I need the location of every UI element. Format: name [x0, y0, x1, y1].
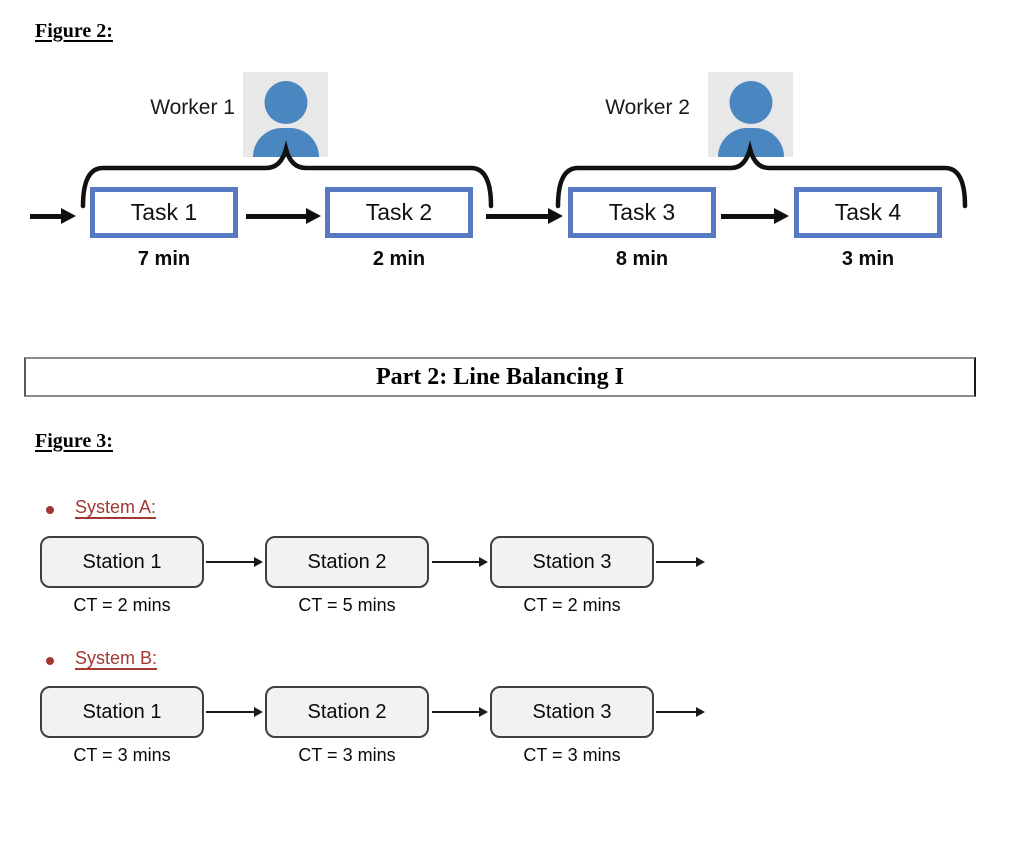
worker2-person-icon: [708, 72, 793, 157]
system-a-station1-ct: CT = 2 mins: [73, 595, 171, 615]
arrow-head: [254, 557, 263, 567]
system-a-arrow-1-2: [206, 555, 263, 569]
arrow-head: [696, 707, 705, 717]
arrow-head: [548, 208, 563, 224]
system-b-exit-arrow: [656, 705, 705, 719]
system-b-station1-ct: CT = 3 mins: [73, 745, 171, 765]
arrow-head: [306, 208, 321, 224]
system-a-label: System A:: [75, 497, 157, 517]
system-a-bullet: [46, 506, 54, 514]
task2-duration: 2 min: [372, 248, 426, 270]
part2-title-banner: Part 2: Line Balancing I: [24, 357, 976, 397]
task2-box: Task 2: [325, 187, 473, 238]
arrow-head: [61, 208, 76, 224]
flow-arrow-task3-task4: [721, 208, 789, 224]
task1-box: Task 1: [90, 187, 238, 238]
figure2-heading: Figure 2:: [35, 20, 113, 42]
system-a-station2-box: Station 2: [265, 536, 429, 588]
flow-arrow-task1-task2: [246, 208, 321, 224]
arrow-shaft: [30, 214, 62, 219]
task3-duration: 8 min: [615, 248, 669, 270]
figure3-heading: Figure 3:: [35, 430, 113, 452]
system-a-station3-ct: CT = 2 mins: [523, 595, 621, 615]
task4-duration: 3 min: [841, 248, 895, 270]
arrow-shaft: [656, 711, 697, 713]
input-flow-arrow: [30, 208, 76, 224]
worker2-label: Worker 2: [605, 96, 690, 119]
arrow-shaft: [432, 561, 480, 563]
task3-box: Task 3: [568, 187, 716, 238]
arrow-shaft: [206, 561, 255, 563]
arrow-shaft: [246, 214, 307, 219]
system-b-station3-ct: CT = 3 mins: [523, 745, 621, 765]
person-head-shape: [264, 81, 307, 124]
system-b-arrow-1-2: [206, 705, 263, 719]
system-b-bullet: [46, 657, 54, 665]
system-b-station3-box: Station 3: [490, 686, 654, 738]
system-a-exit-arrow: [656, 555, 705, 569]
arrow-head: [774, 208, 789, 224]
arrow-head: [479, 557, 488, 567]
arrow-shaft: [486, 214, 549, 219]
arrow-shaft: [206, 711, 255, 713]
arrow-head: [479, 707, 488, 717]
system-b-arrow-2-3: [432, 705, 488, 719]
system-b-station1-box: Station 1: [40, 686, 204, 738]
system-a-arrow-2-3: [432, 555, 488, 569]
arrow-shaft: [656, 561, 697, 563]
person-torso-shape: [717, 128, 784, 157]
system-b-label: System B:: [75, 648, 158, 668]
person-torso-shape: [252, 128, 319, 157]
worker1-person-icon: [243, 72, 328, 157]
task4-box: Task 4: [794, 187, 942, 238]
system-a-station2-ct: CT = 5 mins: [298, 595, 396, 615]
system-a-station3-box: Station 3: [490, 536, 654, 588]
flow-arrow-task2-task3: [486, 208, 563, 224]
arrow-head: [254, 707, 263, 717]
system-b-station2-box: Station 2: [265, 686, 429, 738]
arrow-shaft: [432, 711, 480, 713]
system-b-station2-ct: CT = 3 mins: [298, 745, 396, 765]
person-head-shape: [729, 81, 772, 124]
worker1-label: Worker 1: [150, 96, 235, 119]
arrow-shaft: [721, 214, 775, 219]
arrow-head: [696, 557, 705, 567]
task1-duration: 7 min: [137, 248, 191, 270]
system-a-station1-box: Station 1: [40, 536, 204, 588]
